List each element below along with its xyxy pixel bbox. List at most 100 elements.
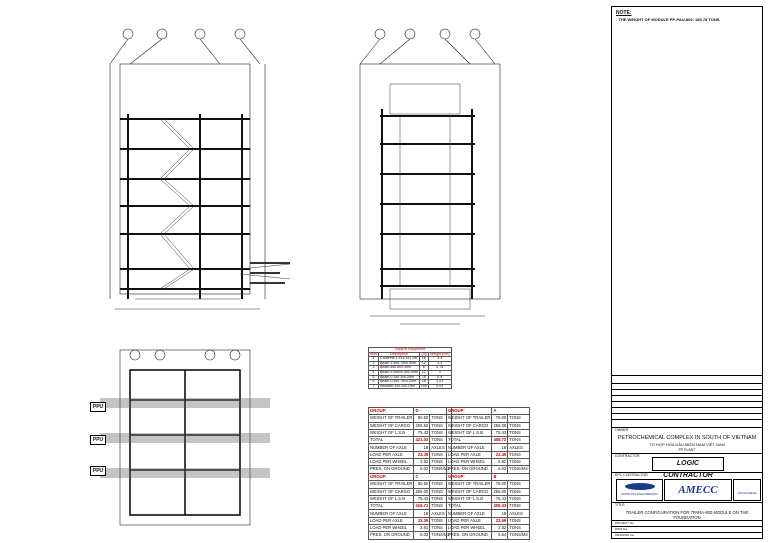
table-cell: LOAD PER WHEEL: [367, 524, 415, 533]
side-elevation-drawing: [359, 28, 501, 325]
table-cell: TONS: [507, 414, 530, 423]
title-block: NOTE: - THE WEIGHT OF MODULE PP-PAU-800:…: [611, 6, 763, 539]
table-cell: WEIGHT OF CARGO: [367, 487, 415, 496]
table-cell: LOAD PER AXLE: [367, 450, 415, 460]
table-cell: LOAD PER AXLE: [367, 516, 415, 526]
plan-view-drawing: [100, 349, 270, 526]
table-cell: TONS: [507, 428, 530, 438]
table-cell: TONS: [507, 480, 530, 489]
table-cell: TONS: [507, 502, 530, 511]
group-header-row: GROUP:A: [445, 406, 530, 416]
project-name: PETROCHEMICAL COMPLEX IN SOUTH OF VIETNA…: [617, 435, 757, 441]
table-cell: TONS: [507, 458, 530, 467]
table-cell: TOTAL: [445, 502, 493, 511]
table-cell: 2.92: [413, 458, 431, 467]
table-cell: WEIGHT OF TRAILER: [445, 480, 493, 489]
group-name: GROUP:: [367, 406, 415, 416]
table-cell: 90.60: [413, 414, 431, 423]
table-cell: Wooden 1x0.2x0.15m: [378, 383, 420, 390]
table-cell: 100: [418, 383, 430, 390]
contractor-label: CONTRACTOR: [615, 454, 640, 458]
front-elevation-drawing: [109, 28, 291, 310]
ppu-label: PPU: [90, 435, 106, 445]
table-cell: 416.71: [413, 502, 431, 511]
table-cell: 78.00: [491, 414, 509, 423]
group-name: GROUP:: [367, 472, 415, 482]
table-cell: LOAD PER WHEEL: [445, 458, 493, 467]
table-cell: 18: [491, 509, 509, 518]
table-cell: WEIGHT OF CARGO: [445, 421, 493, 430]
table-cell: WEIGHT OF L.S.B: [367, 494, 415, 504]
samsung-text: SAMSUNG ENGINEERING: [620, 492, 658, 496]
group-header-row: GROUP:C: [367, 472, 452, 482]
samsung-ellipse-icon: [624, 483, 655, 490]
owner-label: OWNER: [615, 428, 629, 432]
table-cell: TONS: [507, 436, 530, 445]
table-cell: TOTAL: [367, 502, 415, 511]
table-cell: TONS: [507, 487, 530, 496]
table-cell: 255.00: [413, 487, 431, 496]
group-id: A: [491, 406, 530, 416]
table-cell: 75.43: [413, 428, 431, 438]
samsung-logo: SAMSUNG ENGINEERING: [616, 479, 663, 501]
table-cell: 255.50: [413, 421, 431, 430]
table-cell: 90.60: [413, 480, 431, 489]
table-cell: TONS: [507, 421, 530, 430]
drawing-title: TRAILER CONFIGURATION FOR 7PARA-800 MODU…: [625, 510, 749, 520]
table-cell: TONS: [507, 516, 530, 526]
ppu-label: PPU: [90, 402, 106, 412]
note-heading: NOTE:: [616, 10, 632, 16]
table-cell: 22.49: [491, 450, 509, 460]
table-cell: 18: [413, 443, 431, 452]
table-cell: 23.39: [413, 450, 431, 460]
table-cell: NUMBER OF AXLE: [367, 443, 415, 452]
table-cell: WEIGHT OF TRAILER: [367, 480, 415, 489]
project-name-vn: TỔ HỢP HÓA DẦU MIỀN NAM VIỆT NAM: [649, 442, 725, 447]
group-name: GROUP:: [445, 406, 493, 416]
table-cell: TONS/M2: [507, 465, 530, 474]
table-cell: NUMBER OF AXLE: [445, 443, 493, 452]
table-cell: 5.02: [413, 465, 431, 474]
vietnamese-logo: VIETNAMESE: [733, 479, 761, 501]
project-plant: PP PLANT: [678, 448, 696, 452]
table-cell: LOAD PER WHEEL: [445, 524, 493, 533]
table-cell: TOTAL: [367, 436, 415, 445]
note-text: - THE WEIGHT OF MODULE PP-PAU-800: 185.7…: [616, 17, 721, 22]
table-cell: 75.43: [491, 494, 509, 504]
table-cell: 408.72: [491, 436, 509, 445]
table-cell: PRES. ON GROUND: [367, 465, 415, 474]
table-cell: 421.03: [413, 436, 431, 445]
table-cell: 255.00: [491, 487, 509, 496]
table-cell: WEIGHT OF TRAILER: [367, 414, 415, 423]
contractor-logo: LOGIC CONTRACTOR: [652, 457, 724, 479]
group-header-row: GROUP:B: [445, 472, 530, 482]
epc-label: EPC CONTRACTOR: [615, 473, 648, 477]
table-cell: WEIGHT OF CARGO: [367, 421, 415, 430]
table-cell: WEIGHT OF L.S.B: [445, 494, 493, 504]
table-cell: 18: [491, 443, 509, 452]
